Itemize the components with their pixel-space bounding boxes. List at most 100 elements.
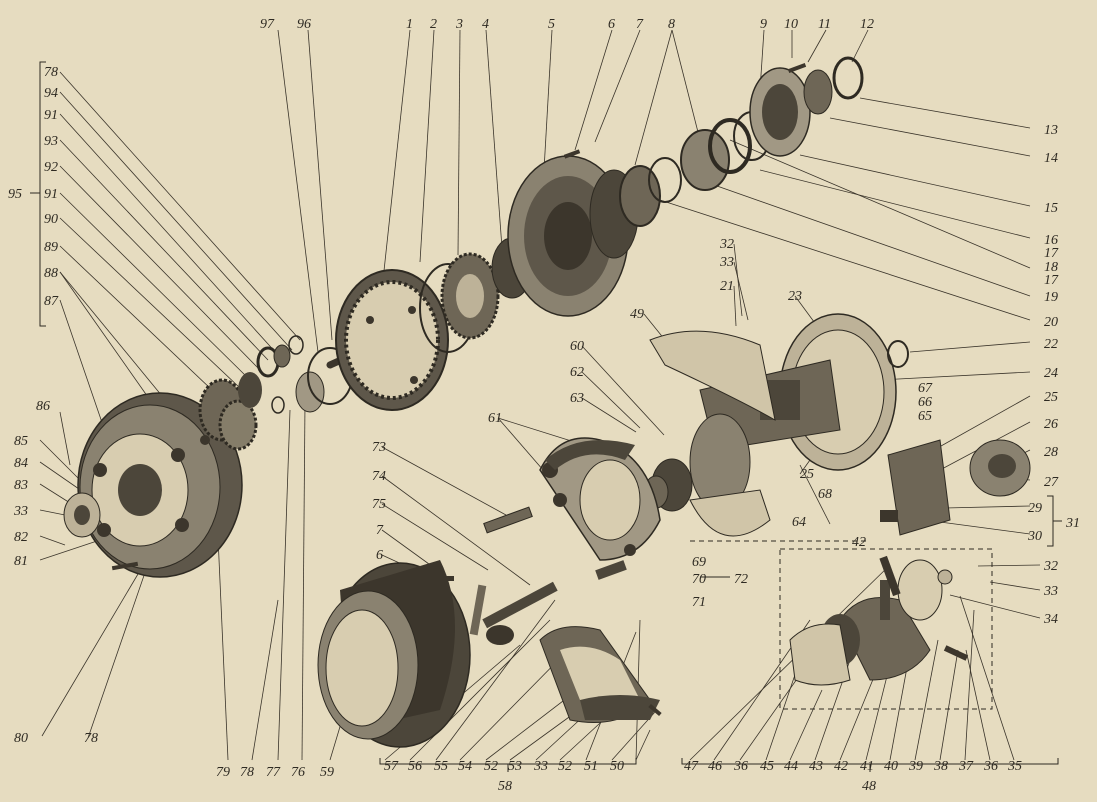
callout-11: 11 <box>818 17 831 32</box>
callout-97: 97 <box>260 17 275 32</box>
callout-labels: 97 96 1 2 3 4 5 6 7 8 9 10 11 12 13 14 1… <box>8 17 1080 794</box>
callout-52-a: 52 <box>484 759 498 774</box>
callout-7: 7 <box>636 17 644 32</box>
callout-53: 53 <box>508 759 522 774</box>
callout-21: 21 <box>720 279 734 294</box>
callout-25-mid: 25 <box>800 467 814 482</box>
callout-5: 5 <box>548 17 555 32</box>
callout-51: 51 <box>584 759 598 774</box>
brake-plate-part-61 <box>539 437 661 561</box>
callout-29: 29 <box>1028 501 1042 516</box>
camshaft-part-73 <box>483 506 533 534</box>
callout-93: 93 <box>44 134 58 149</box>
callout-14: 14 <box>1044 151 1058 166</box>
callout-65: 65 <box>918 409 932 424</box>
callout-33-bottom: 33 <box>533 759 548 774</box>
gear-part-90 <box>198 372 262 451</box>
brake-drum-part-59 <box>317 560 471 748</box>
ring-part-92 <box>273 344 291 368</box>
callout-22: 22 <box>1044 337 1058 352</box>
callout-83: 83 <box>14 478 28 493</box>
callout-69: 69 <box>692 555 706 570</box>
callout-9: 9 <box>760 17 767 32</box>
callout-64: 64 <box>792 515 806 530</box>
callout-72: 72 <box>734 572 748 587</box>
callout-50: 50 <box>610 759 624 774</box>
callout-33-mid: 33 <box>719 255 734 270</box>
callout-32-mid: 32 <box>719 237 734 252</box>
callout-90: 90 <box>44 212 58 227</box>
cam-lever-part-74 <box>469 581 558 645</box>
callout-3: 3 <box>455 17 463 32</box>
callout-56: 56 <box>408 759 422 774</box>
callout-24: 24 <box>1044 366 1058 381</box>
callout-91-b: 91 <box>44 187 58 202</box>
chamber-part-28 <box>969 439 1031 497</box>
callout-71: 71 <box>692 595 706 610</box>
ring-part-12 <box>832 56 864 100</box>
callout-23: 23 <box>788 289 802 304</box>
callout-87: 87 <box>44 294 59 309</box>
callout-10: 10 <box>784 17 798 32</box>
callout-55: 55 <box>434 759 448 774</box>
callout-19: 19 <box>1044 290 1058 305</box>
bolt-part-6-upper <box>563 149 581 159</box>
callout-80: 80 <box>14 731 28 746</box>
callout-31: 31 <box>1065 516 1080 531</box>
callout-42-mid: 42 <box>852 535 866 550</box>
callout-77: 77 <box>266 765 281 780</box>
callout-70: 70 <box>692 572 706 587</box>
callout-6: 6 <box>608 17 615 32</box>
callout-59: 59 <box>320 765 334 780</box>
callout-45: 45 <box>760 759 774 774</box>
callout-91-a: 91 <box>44 108 58 123</box>
spring-part-38 <box>943 645 969 661</box>
callout-78-bottom: 78 <box>240 765 254 780</box>
pin-part-50 <box>648 703 662 717</box>
callout-20: 20 <box>1044 315 1058 330</box>
callout-12: 12 <box>860 17 874 32</box>
callout-1: 1 <box>406 17 413 32</box>
housing-part-5 <box>507 155 639 317</box>
callout-30: 30 <box>1027 529 1042 544</box>
stud-part-81 <box>111 561 139 571</box>
callout-95: 95 <box>8 187 22 202</box>
callout-78-top: 78 <box>44 65 58 80</box>
bracket-part-26 <box>880 439 951 536</box>
callout-34: 34 <box>1043 612 1058 627</box>
callout-60: 60 <box>570 339 584 354</box>
callout-33-left: 33 <box>13 504 28 519</box>
callout-6-mid: 6 <box>376 548 383 563</box>
callout-42-bottom: 42 <box>834 759 848 774</box>
callout-28: 28 <box>1044 445 1058 460</box>
callout-68: 68 <box>818 487 832 502</box>
callout-78-left: 78 <box>84 731 98 746</box>
callout-85: 85 <box>14 434 28 449</box>
callout-18: 18 <box>1044 260 1058 275</box>
ring-part-91 <box>271 396 285 414</box>
spring-part-7 <box>434 576 454 581</box>
hub-cap-part-83 <box>63 492 101 538</box>
callout-13: 13 <box>1044 123 1058 138</box>
dust-shield-part-49 <box>649 330 776 421</box>
callout-32-right: 32 <box>1043 559 1058 574</box>
bracket-part-71 <box>595 560 627 580</box>
bolt-part-10 <box>787 63 807 73</box>
bearing-part-19 <box>680 129 730 191</box>
callout-8: 8 <box>668 17 675 32</box>
brake-shoe-part-52 <box>539 626 660 723</box>
callout-41: 41 <box>860 759 874 774</box>
callout-76: 76 <box>291 765 305 780</box>
callout-15: 15 <box>1044 201 1058 216</box>
callout-25-right: 25 <box>1044 390 1058 405</box>
callout-35: 35 <box>1007 759 1022 774</box>
callout-67: 67 <box>918 381 933 396</box>
callout-86: 86 <box>36 399 50 414</box>
seal-part-22 <box>887 340 909 368</box>
callout-62: 62 <box>570 365 584 380</box>
callout-96: 96 <box>297 17 311 32</box>
brackets <box>30 61 1062 772</box>
washer-part-33 <box>937 569 953 585</box>
callout-73: 73 <box>372 440 386 455</box>
callout-52-b: 52 <box>558 759 572 774</box>
